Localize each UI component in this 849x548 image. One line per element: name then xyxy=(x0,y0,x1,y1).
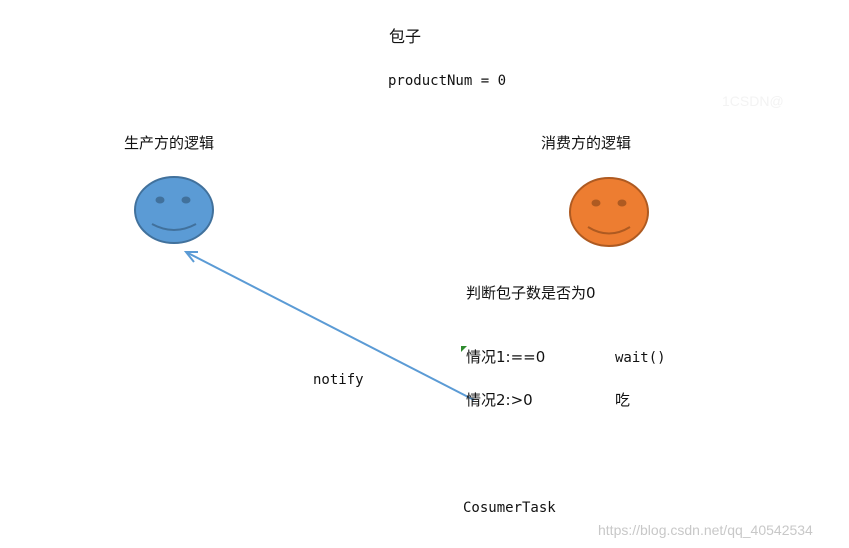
consumer-smiley-icon xyxy=(569,177,649,247)
case-1-action: wait() xyxy=(615,350,666,366)
task-name: CosumerTask xyxy=(463,500,556,516)
producer-smiley-icon xyxy=(134,176,214,244)
product-count: productNum = 0 xyxy=(388,73,507,89)
check-condition: 判断包子数是否为0 xyxy=(466,284,596,302)
consumer-label: 消费方的逻辑 xyxy=(541,134,632,152)
case-2-action: 吃 xyxy=(615,391,631,409)
case-1-condition: 情况1:==0 xyxy=(466,348,546,366)
producer-label: 生产方的逻辑 xyxy=(124,134,215,152)
notify-label: notify xyxy=(313,372,364,388)
case-2-condition: 情况2:>0 xyxy=(466,391,533,409)
source-watermark: https://blog.csdn.net/qq_40542534 xyxy=(598,522,813,538)
diagram-title: 包子 xyxy=(389,27,422,46)
faint-watermark: 1CSDN@ xyxy=(722,93,784,109)
